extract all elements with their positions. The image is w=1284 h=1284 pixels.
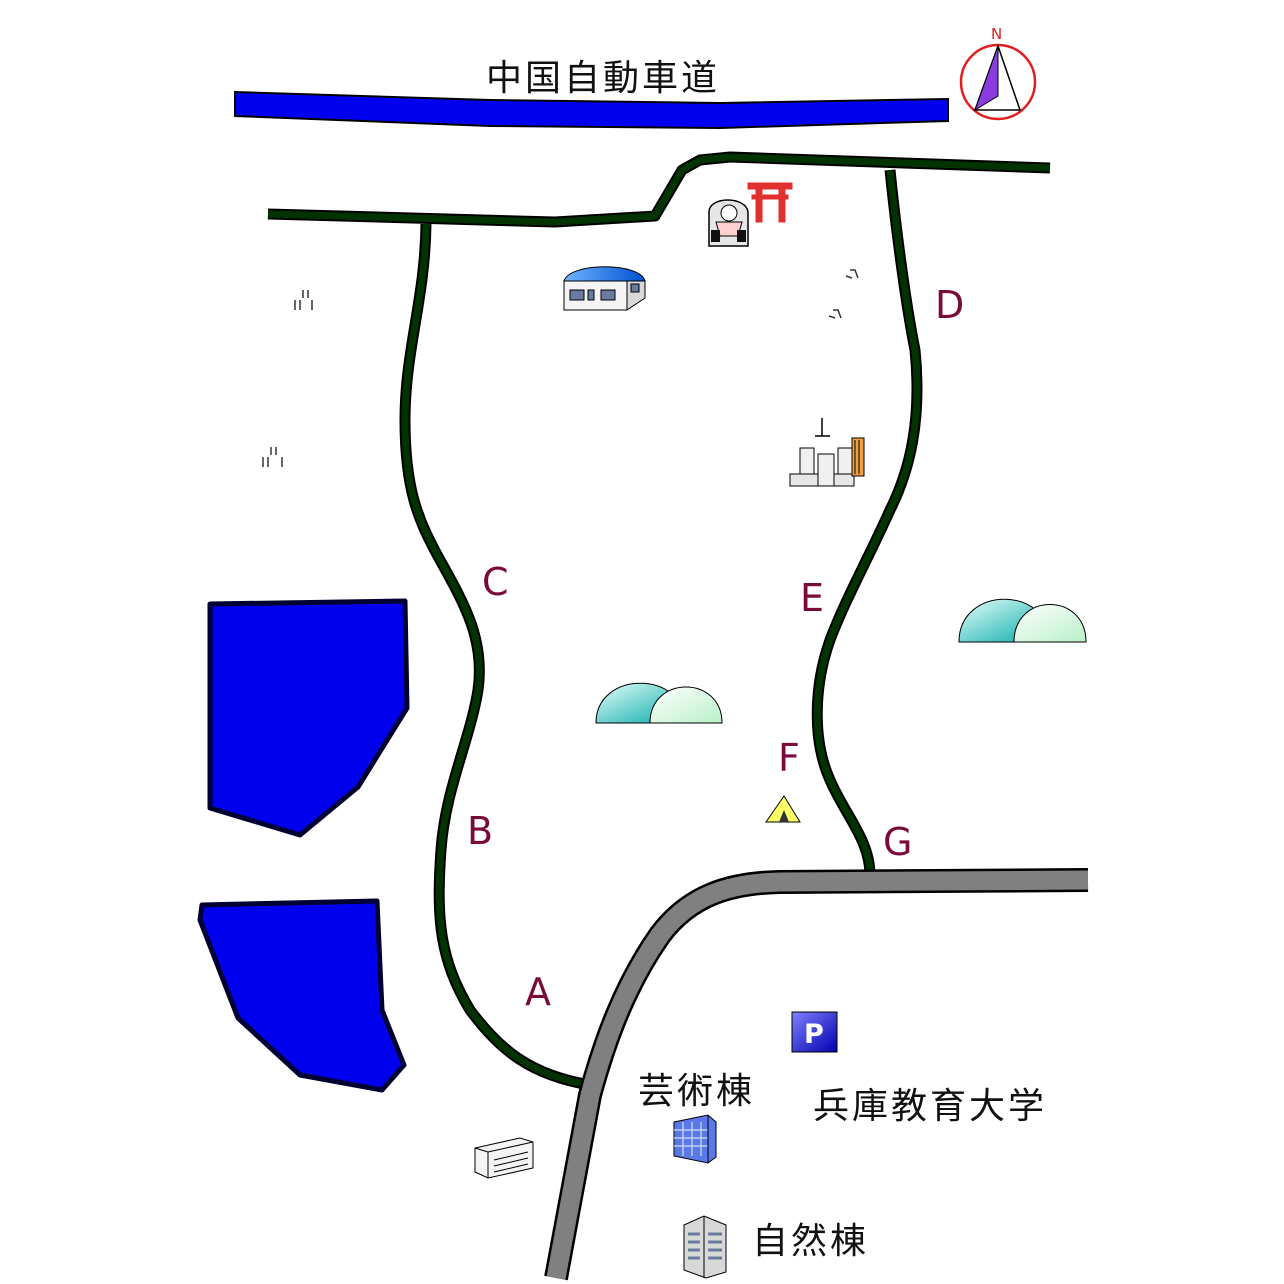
- parking-label: P: [804, 1019, 824, 1050]
- science-building-icon: [683, 1215, 727, 1279]
- highway-label: 中国自動車道: [486, 58, 720, 99]
- hall-building-icon: [563, 266, 646, 311]
- arts-building-label: 芸術棟: [638, 1071, 755, 1112]
- hill-icon-east: [958, 598, 1087, 643]
- north-label: N: [991, 25, 1002, 43]
- torii-gate-icon: [747, 182, 793, 223]
- waypoint-d-label: D: [935, 283, 964, 327]
- north-arrow-icon: N: [959, 25, 1037, 121]
- pond-lower: [197, 898, 407, 1093]
- grass-symbol-icon: [262, 290, 313, 467]
- campus-road: [544, 868, 1089, 1281]
- trail-left: [399, 223, 591, 1091]
- waypoint-f-label: F: [778, 736, 800, 780]
- waypoint-e-label: E: [800, 576, 824, 620]
- storage-building-icon: [474, 1137, 534, 1179]
- parking-icon: P: [791, 1011, 838, 1053]
- highway: 中国自動車道: [234, 58, 949, 130]
- cemetery-icon: [789, 418, 865, 487]
- waypoint-a-label: A: [525, 970, 551, 1014]
- hill-icon-center: [595, 682, 723, 724]
- science-building-label: 自然棟: [752, 1221, 869, 1262]
- pond-upper: [207, 598, 410, 838]
- waypoint-g-label: G: [883, 820, 912, 864]
- waypoint-b-label: B: [467, 809, 493, 853]
- shrine-icon: [708, 199, 749, 247]
- wasteland-symbol-icon: [828, 269, 859, 319]
- campsite-tent-icon: [765, 795, 801, 823]
- waypoint-c-label: C: [482, 560, 509, 604]
- arts-building-icon: [673, 1114, 717, 1164]
- university-label: 兵庫教育大学: [813, 1086, 1047, 1127]
